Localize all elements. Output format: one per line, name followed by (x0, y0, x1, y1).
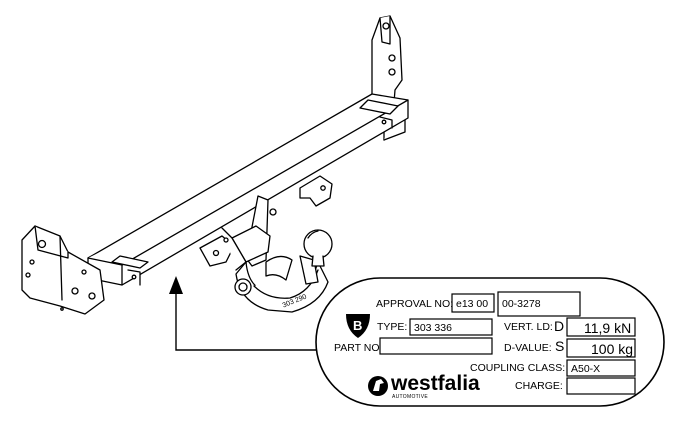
brand-sub: AUTOMOTIVE (392, 394, 428, 400)
b-mark-shield (346, 314, 370, 338)
approval-number: 00-3278 (502, 298, 541, 310)
swan-neck (221, 195, 329, 313)
vert-ld-letter: D (554, 318, 564, 334)
vert-ld-value: 11,9 kN (584, 320, 631, 336)
vert-ld-box (566, 317, 636, 337)
coupling-class-box (566, 359, 636, 377)
approval-prefix-box (451, 293, 495, 313)
approval-label: APPROVAL NO: (376, 298, 453, 310)
westfalia-logo: westfalia AUTOMOTIVE (368, 372, 480, 400)
tow-ball (303, 229, 333, 267)
leader-arrowhead (169, 276, 183, 294)
brand-name: westfalia (390, 372, 480, 395)
approval-number-box (497, 291, 581, 317)
b-mark-letter: B (353, 318, 362, 333)
vert-ld-label: VERT. LD: (504, 321, 553, 333)
type-value: 303 336 (414, 322, 452, 334)
d-value-box (566, 338, 636, 358)
d-value-letter: S (555, 338, 564, 354)
part-no-label: PART NO: (334, 342, 382, 354)
type-value-box (409, 318, 493, 336)
d-value-value: 100 kg (591, 341, 633, 357)
approval-prefix: e13 00 (456, 298, 488, 310)
coupling-class-label: COUPLING CLASS: (470, 362, 565, 374)
tow-bar-assembly (21, 15, 409, 315)
left-mounting-bracket (21, 225, 105, 315)
charge-box (566, 377, 636, 395)
part-no-box (379, 337, 493, 355)
type-label: TYPE: (377, 321, 407, 333)
d-value-label: D-VALUE: (504, 342, 552, 354)
charge-label: CHARGE: (515, 380, 563, 392)
leader-line (175, 282, 322, 351)
type-plate: B APPROVAL NO: e13 00 00-3278 TYPE: 303 … (315, 277, 665, 407)
coupling-class-value: A50-X (571, 363, 600, 375)
cross-beam (87, 93, 409, 286)
